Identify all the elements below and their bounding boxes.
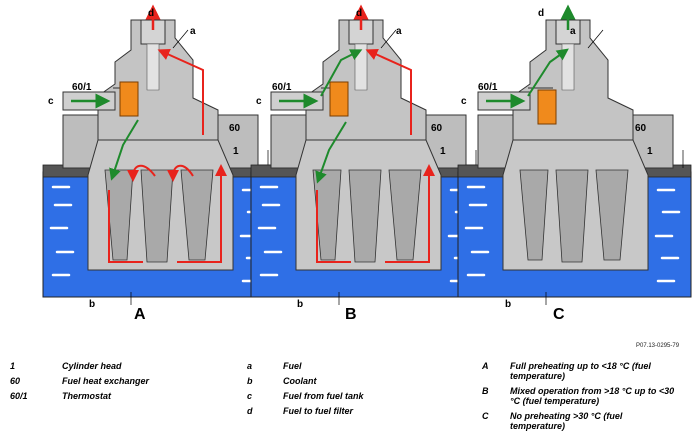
legend-row: b Coolant [247,376,447,391]
legend-row: A Full preheating up to <18 °C (fuel tem… [482,361,682,386]
legend-row: 1 Cylinder head [10,361,210,376]
legend-row: 60 Fuel heat exchanger [10,376,210,391]
callout-thermostat-c: 60/1 [478,82,498,93]
legend-key: 60/1 [10,391,28,401]
legend-modes: A Full preheating up to <18 °C (fuel tem… [482,361,682,436]
thermostat-icon [537,89,557,125]
legend-text: Thermostat [62,391,112,401]
legend-key: d [247,406,253,416]
legend-row: C No preheating >30 °C (fuel temperature… [482,411,682,436]
legend-key: c [247,391,253,401]
legend-flows: a Fuel b Coolant c Fuel from fuel tank d… [247,361,447,421]
panel-label-b: B [345,306,357,323]
callout-a-b: a [396,26,402,37]
callout-thermostat-b: 60/1 [272,82,292,93]
callout-heat-exchanger-b: 60 [431,123,443,134]
callout-heat-exchanger-c: 60 [635,123,647,134]
callout-c-b: c [256,96,262,107]
legend-key: 1 [10,361,16,371]
legend-text: Fuel from fuel tank [283,391,364,401]
callout-c-c: c [461,96,467,107]
legend-text: Full preheating up to <18 °C (fuel tempe… [510,361,651,381]
callout-b-a: b [89,299,96,310]
legend-row: c Fuel from fuel tank [247,391,447,406]
legend-row: a Fuel [247,361,447,376]
reference-code: P07.13-0295-79 [636,343,680,349]
legend-key: B [482,386,489,396]
legend-key: a [247,361,253,371]
callout-d-a: d [148,8,155,19]
legend-text: Coolant [283,376,317,386]
thermostat-icon [329,81,349,117]
thermostat-icon [119,81,139,117]
legend-key: b [247,376,253,386]
legend-text: Fuel to fuel filter [283,406,354,416]
legend-text: No preheating >30 °C (fuel temperature) [510,411,623,431]
callout-a-c: a [570,26,576,37]
panel-a-diagram [41,4,278,307]
legend-components: 1 Cylinder head 60 Fuel heat exchanger 6… [10,361,210,406]
callout-a-a: a [190,26,196,37]
legend-row: 60/1 Thermostat [10,391,210,406]
legend-key: C [482,411,489,421]
panel-label-a: A [134,306,146,323]
legend-row: B Mixed operation from >18 °C up to <30 … [482,386,682,411]
panel-b-diagram [249,4,486,307]
callout-b-c: b [505,299,512,310]
legend-key: 60 [10,376,21,386]
callout-d-c: d [538,8,545,19]
callout-cylinder-head-c: 1 [647,146,653,157]
legend-text: Fuel heat exchanger [62,376,150,386]
legend-key: A [482,361,489,371]
callout-c-a: c [48,96,54,107]
callout-cylinder-head-a: 1 [233,146,239,157]
legend-text: Fuel [283,361,302,371]
callout-b-b: b [297,299,304,310]
panel-c-diagram [456,4,693,307]
panel-label-c: C [553,306,565,323]
callout-d-b: d [356,8,363,19]
callout-heat-exchanger-a: 60 [229,123,241,134]
legend-text: Mixed operation from >18 °C up to <30 °C… [510,386,675,406]
legend-text: Cylinder head [62,361,122,371]
legend-row: d Fuel to fuel filter [247,406,447,421]
callout-cylinder-head-b: 1 [440,146,446,157]
callout-thermostat-a: 60/1 [72,82,92,93]
